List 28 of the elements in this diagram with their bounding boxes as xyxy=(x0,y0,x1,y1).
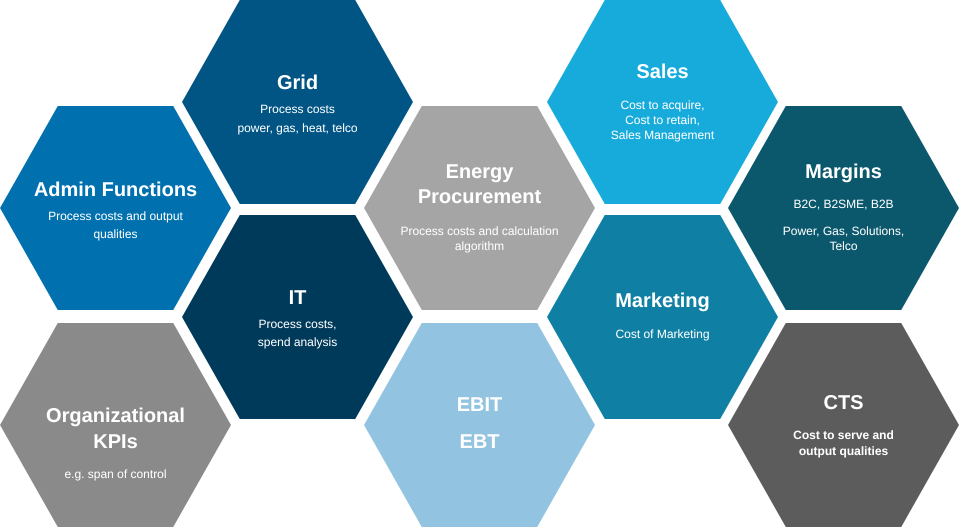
tile-description: Process costs power, gas, heat, telco xyxy=(237,100,358,136)
hexagon-tile xyxy=(728,106,959,310)
tile-title: Admin Functions xyxy=(34,178,198,203)
tile-description: Process costs, spend analysis xyxy=(258,316,338,351)
tile-title: EBIT xyxy=(456,393,502,418)
tile-title: Grid xyxy=(276,71,318,96)
tile-description: B2C, B2SME, B2B xyxy=(793,196,894,212)
tile-title: Sales xyxy=(636,60,689,85)
hexagon-tile xyxy=(0,323,231,527)
hexagon-tile xyxy=(364,106,595,310)
tile-title: Organizational KPIs xyxy=(46,404,185,455)
tile-description: Process costs and calculation algorithm xyxy=(400,224,559,254)
tile-description: Power, Gas, Solutions, Telco xyxy=(782,224,904,254)
hexagon-tile xyxy=(0,106,231,310)
tile-description: Process costs and output qualities xyxy=(48,208,183,243)
hexagon-tile xyxy=(547,0,778,204)
tile-title: CTS xyxy=(824,391,864,416)
tile-description: Cost of Marketing xyxy=(615,326,710,343)
hexagon-tile xyxy=(728,323,959,527)
tile-title: Margins xyxy=(805,160,882,185)
tile-title: EBT xyxy=(460,430,500,455)
tile-title: IT xyxy=(288,286,306,311)
tile-title: Energy Procurement xyxy=(418,160,542,210)
hexagon-tile xyxy=(364,323,595,527)
tile-description: Cost to acquire, Cost to retain, Sales Management xyxy=(610,98,714,142)
tile-title: Marketing xyxy=(615,289,710,314)
tile-description: e.g. span of control xyxy=(64,466,167,483)
tile-description: Cost to serve and output qualities xyxy=(793,427,894,459)
